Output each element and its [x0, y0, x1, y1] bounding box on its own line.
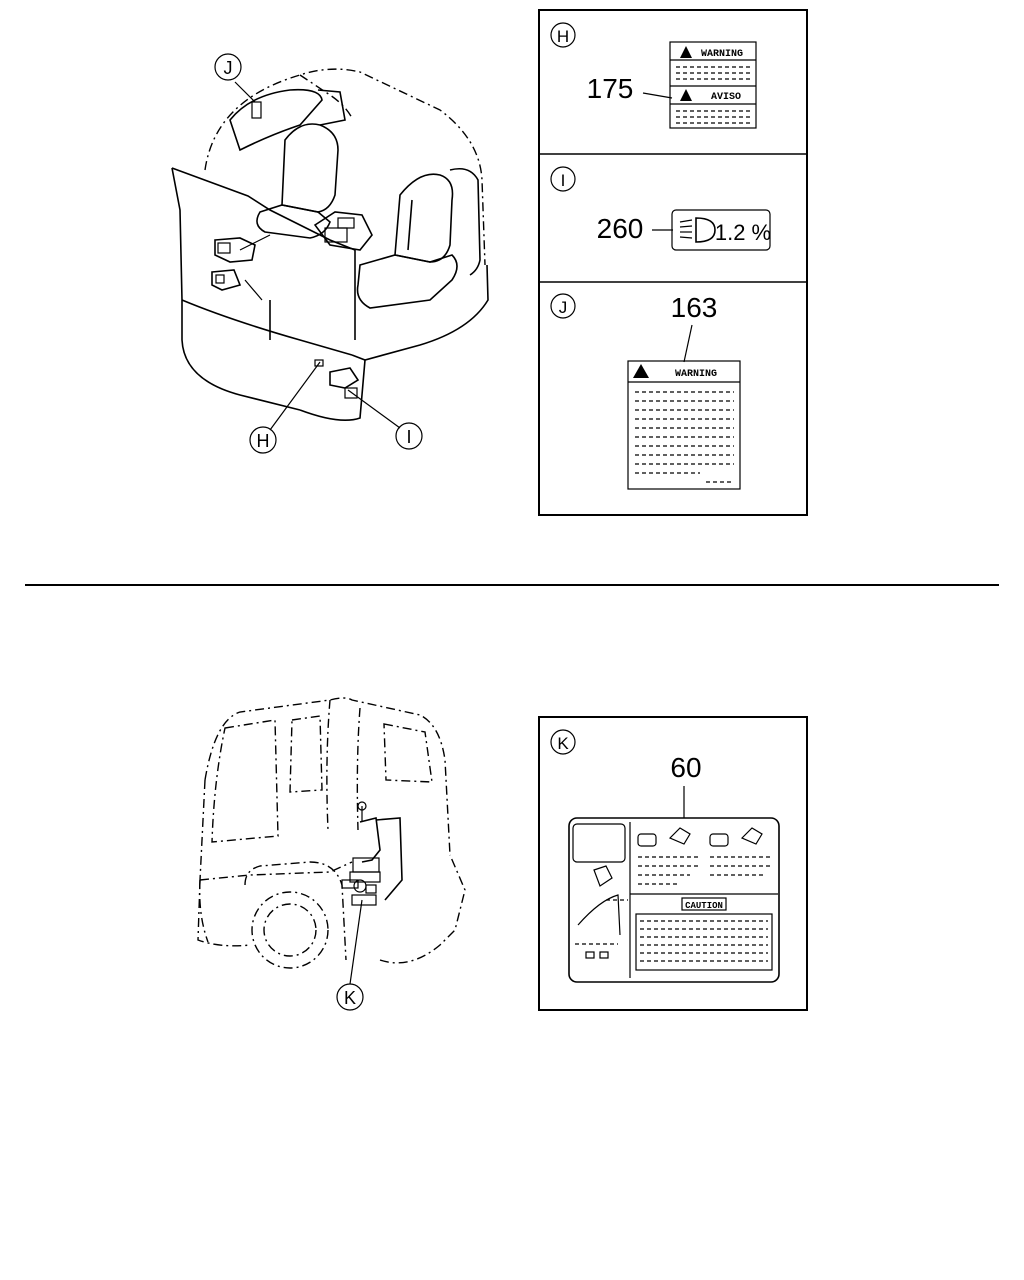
warning-triangle-icon	[680, 89, 692, 101]
detail-k: K 60 CAUTION	[550, 729, 780, 983]
svg-text:K: K	[557, 734, 569, 753]
warning-triangle-icon	[633, 364, 649, 378]
svg-text:H: H	[257, 431, 270, 451]
svg-text:I: I	[561, 171, 566, 190]
svg-text:WARNING: WARNING	[701, 49, 743, 60]
warning-triangle-icon	[680, 46, 692, 58]
plate-text-lines	[638, 856, 772, 885]
warning-aviso-label	[669, 41, 757, 129]
svg-text:I: I	[406, 427, 411, 447]
detail-h: H 175 WARNING AVISO	[550, 22, 757, 129]
callout-i: I	[395, 422, 423, 450]
truck-cab-illustration	[197, 697, 466, 985]
caution-text-lines	[640, 920, 768, 962]
svg-text:AVISO: AVISO	[711, 92, 741, 103]
svg-text:H: H	[557, 27, 569, 46]
svg-text:WARNING: WARNING	[675, 369, 717, 380]
cab-interior-illustration	[171, 68, 489, 431]
headlamp-icon	[679, 217, 716, 243]
callout-j: J	[214, 53, 242, 81]
warning-text-lines	[635, 391, 734, 483]
caution-plate	[568, 817, 780, 983]
part-number-60: 60	[670, 752, 701, 783]
svg-text:1.2 %: 1.2 %	[715, 220, 771, 245]
detail-i: I 260 1.2 %	[550, 166, 771, 251]
part-number-163: 163	[671, 292, 718, 323]
headlamp-leveling-label	[671, 209, 771, 251]
part-number-260: 260	[597, 213, 644, 244]
part-number-175: 175	[587, 73, 634, 104]
warning-label-j	[627, 360, 741, 490]
svg-text:K: K	[344, 988, 356, 1008]
svg-text:J: J	[224, 58, 233, 78]
callout-k: K	[336, 983, 364, 1011]
callout-h: H	[249, 426, 277, 454]
svg-text:J: J	[559, 298, 568, 317]
detail-panel-frame	[538, 9, 808, 516]
detail-j: J 163 WARNING	[550, 292, 741, 490]
svg-text:CAUTION: CAUTION	[685, 901, 723, 911]
